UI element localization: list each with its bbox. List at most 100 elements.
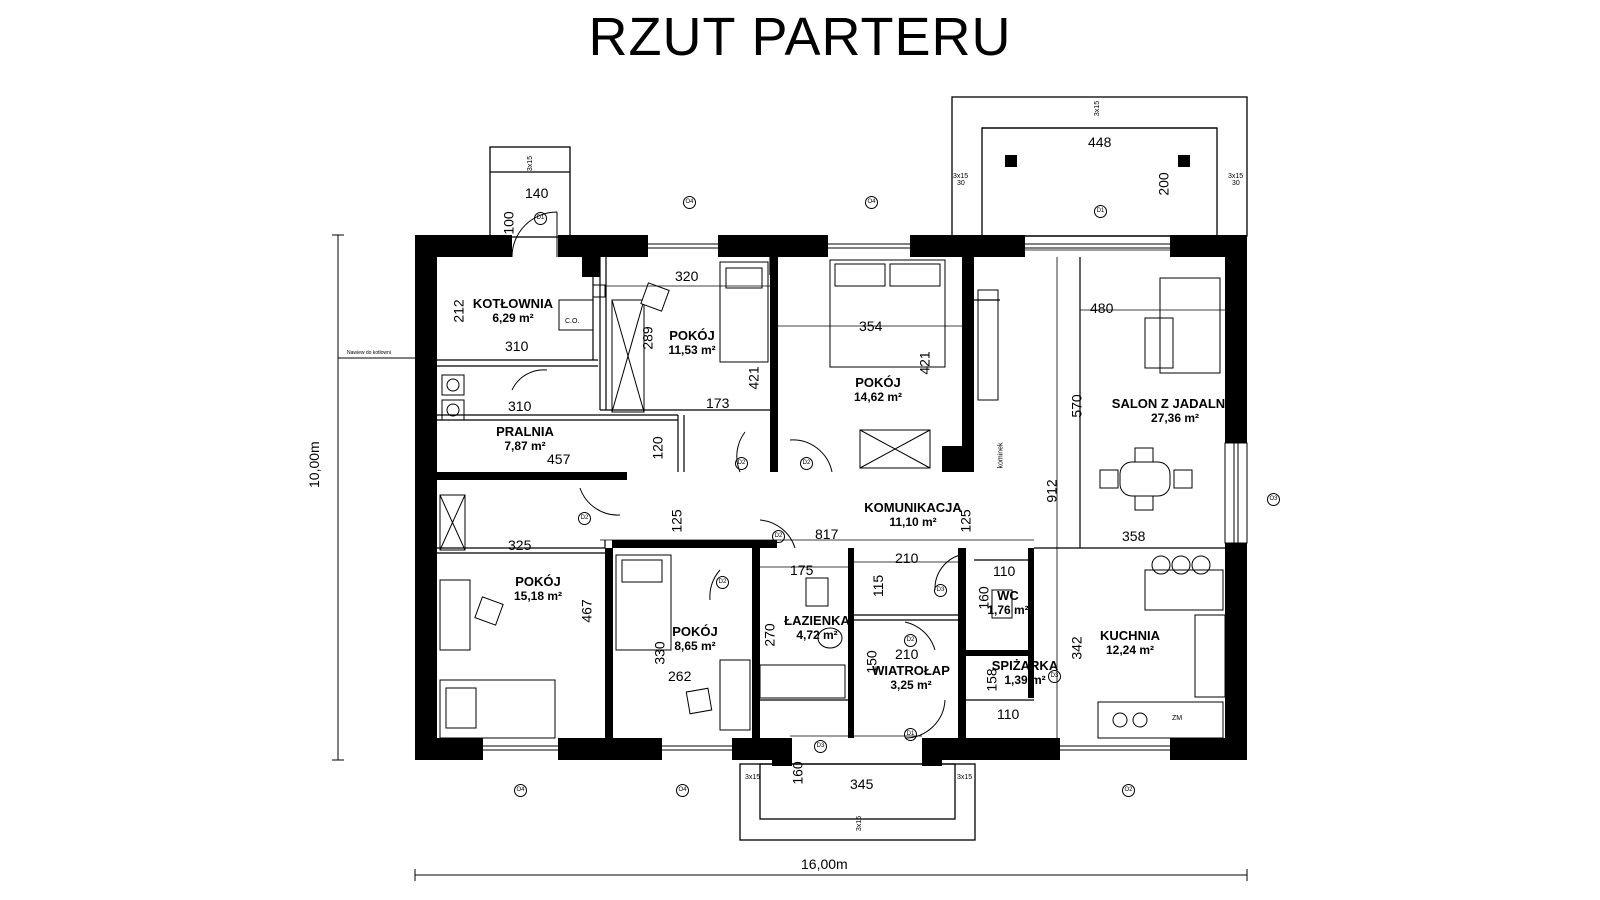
window-right — [1224, 442, 1248, 544]
dim-125a: 125 — [668, 509, 685, 533]
dim-150: 150 — [863, 650, 880, 674]
room-area: 4,72 m² — [796, 628, 838, 642]
room-pokoj-3: POKÓJ 15,18 m² — [498, 574, 578, 603]
room-area: 11,53 m² — [668, 343, 716, 357]
dim-421a: 421 — [745, 366, 762, 390]
vent — [583, 265, 593, 275]
bathtub — [759, 664, 846, 699]
room-area: 11,10 m² — [889, 515, 937, 529]
door-tag: D1 — [904, 728, 917, 741]
overall-height-label: 10,00m — [306, 441, 322, 488]
stair-note: 3x15 — [957, 774, 973, 781]
dim-310a: 310 — [505, 338, 529, 354]
dim-354: 354 — [859, 318, 883, 334]
bed-single — [615, 554, 672, 651]
overall-dim-lines — [332, 234, 1248, 881]
room-pokoj-1: POKÓJ 11,53 m² — [652, 328, 732, 357]
stair-note: 3x15 — [1228, 173, 1244, 180]
room-area: 1,39 m² — [1004, 673, 1046, 687]
door-tag: D2 — [578, 512, 591, 525]
terrace-back — [951, 96, 1248, 237]
entry-terrace-front — [739, 763, 976, 841]
door-tag: D2 — [735, 457, 748, 470]
room-wc: WC 1,76 m² — [986, 588, 1030, 617]
furniture — [439, 259, 1226, 739]
room-kuchnia: KUCHNIA 12,24 m² — [1090, 628, 1170, 657]
dim-480: 480 — [1090, 300, 1114, 316]
room-area: 1,76 m² — [987, 603, 1029, 617]
door-tag: D1 — [1094, 205, 1107, 218]
room-area: 7,87 m² — [504, 439, 546, 453]
room-pralnia: PRALNIA 7,87 m² — [485, 424, 565, 453]
room-pokoj-4: POKÓJ 8,65 m² — [660, 624, 730, 653]
dim-817: 817 — [815, 526, 839, 542]
door-tag: D2 — [904, 634, 917, 647]
room-name: KUCHNIA — [1100, 628, 1160, 643]
windows — [483, 243, 1239, 751]
room-name: SPIŻARKA — [991, 658, 1059, 673]
toilet — [991, 589, 1013, 619]
dim-173: 173 — [706, 395, 730, 411]
room-area: 14,62 m² — [853, 390, 903, 404]
dim-200a: 200 — [1155, 172, 1172, 196]
stair-note: 3x15 — [1094, 100, 1102, 117]
window-tag: O2 — [1122, 784, 1135, 797]
bed-single — [439, 679, 556, 739]
dim-210b: 210 — [895, 646, 919, 662]
dim-175: 175 — [790, 562, 814, 578]
dim-115: 115 — [870, 574, 887, 598]
dim-310b: 310 — [508, 398, 532, 414]
dim-421b: 421 — [916, 351, 933, 375]
room-name: PRALNIA — [496, 424, 554, 439]
dim-457: 457 — [547, 451, 571, 467]
chairs — [474, 282, 713, 715]
door-tag: D1 — [534, 212, 547, 225]
page-title: RZUT PARTERU — [588, 7, 1012, 67]
door-tag: D3 — [934, 584, 947, 597]
dim-262: 262 — [668, 668, 692, 684]
dim-330: 330 — [651, 641, 668, 665]
window-tag: O4 — [683, 196, 696, 209]
room-name: POKÓJ — [515, 574, 561, 589]
room-name: KOTŁOWNIA — [472, 296, 554, 311]
dim-467: 467 — [578, 599, 595, 623]
dim-325: 325 — [508, 537, 532, 553]
window-tag: O4 — [865, 196, 878, 209]
door-tag: D2 — [772, 530, 785, 543]
room-pokoj-2: POKÓJ 14,62 m² — [838, 375, 918, 404]
window-tag: O4 — [514, 784, 527, 797]
terrace-pillar — [1178, 155, 1190, 167]
room-name: POKÓJ — [669, 328, 715, 343]
dim-345: 345 — [850, 776, 874, 792]
dim-160a: 160 — [975, 586, 992, 610]
room-name: ŁAZIENKA — [784, 613, 850, 628]
dim-320: 320 — [675, 268, 699, 284]
dim-358: 358 — [1122, 528, 1146, 544]
dim-140: 140 — [525, 185, 549, 201]
window-tag: O3 — [1267, 493, 1280, 506]
room-name: WIATROŁAP — [872, 663, 950, 678]
stair-note: 3x15 — [745, 774, 761, 781]
desk — [719, 659, 751, 731]
room-name: KOMUNIKACJA — [864, 500, 962, 515]
door-tag: D2 — [716, 576, 729, 589]
room-salon: SALON Z JADALNIĄ 27,36 m² — [1110, 396, 1240, 425]
kitchen-island — [1144, 569, 1224, 611]
room-lazienka: ŁAZIENKA 4,72 m² — [782, 613, 852, 642]
dim-100: 100 — [500, 211, 517, 235]
room-spizarka: SPIŻARKA 1,39 m² — [990, 658, 1060, 687]
dim-212: 212 — [450, 299, 467, 323]
stair-note: 3x15 — [856, 815, 864, 832]
door-tag: D3 — [1048, 670, 1061, 683]
room-area: 3,25 m² — [890, 678, 932, 692]
room-komunikacja: KOMUNIKACJA 11,10 m² — [858, 500, 968, 529]
stair-depth: 30 — [1232, 180, 1240, 187]
co-label: C.O. — [565, 318, 580, 325]
door-tag: D2 — [800, 457, 813, 470]
kominek-label: kominek — [997, 442, 1005, 469]
dim-448: 448 — [1088, 134, 1112, 150]
stair-note: 3x15 — [527, 155, 535, 172]
washbasin — [817, 627, 843, 649]
room-name: WC — [997, 588, 1019, 603]
sink-counter — [1097, 701, 1224, 739]
